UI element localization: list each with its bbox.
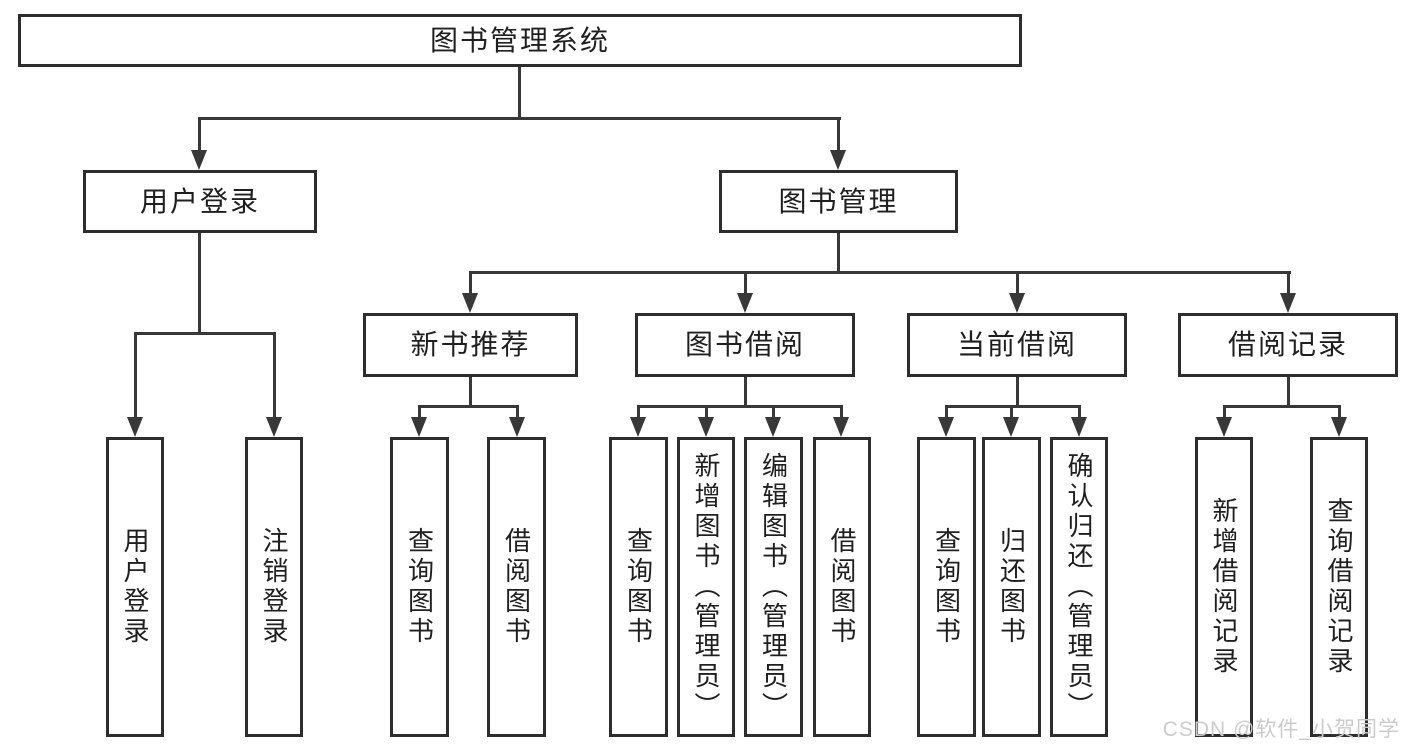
node-label: 查询图书 [931,527,962,647]
node-label: 新增图书（管理员） [691,452,721,722]
connector-line [637,405,843,408]
leaf-nb-query-books: 查询图书 [390,437,449,737]
arrow-down-icon [1216,417,1232,437]
connector-line [516,405,519,420]
node-label: 确认归还（管理员） [1064,452,1094,722]
node-label: 用户登录 [139,185,260,217]
connector-line [1016,377,1019,407]
connector-line [198,233,201,334]
connector-line [518,67,521,119]
arrow-down-icon [698,417,714,437]
connector-line [418,405,421,420]
node-label: 注销登录 [259,527,289,647]
arrow-down-icon [509,417,525,437]
connector-line [1287,377,1290,407]
connector-line [469,377,472,407]
connector-line [418,405,519,408]
node-label: 图书借阅 [684,329,805,360]
arrow-down-icon [462,293,478,313]
leaf-br-add-record: 新增借阅记录 [1195,437,1253,737]
leaf-bb-edit-books-admin: 编辑图书（管理员） [744,437,803,737]
node-label: 借阅记录 [1227,329,1348,360]
node-current-borrowing: 当前借阅 [907,313,1127,377]
arrow-down-icon [830,150,846,170]
connector-line [744,377,747,407]
arrow-down-icon [1280,293,1296,313]
arrow-down-icon [191,150,207,170]
node-new-book-recommendation: 新书推荐 [363,313,578,377]
connector-line [273,332,276,420]
leaf-bb-query-books: 查询图书 [609,437,668,737]
leaf-nb-borrow-books: 借阅图书 [487,437,546,737]
node-label: 当前借阅 [956,329,1077,360]
node-label: 新增借阅记录 [1209,497,1239,677]
node-book-management: 图书管理 [719,170,958,233]
arrow-down-icon [127,417,143,437]
arrow-down-icon [1009,293,1025,313]
connector-line [945,405,1081,408]
node-user-login: 用户登录 [83,170,317,233]
leaf-logout: 注销登录 [245,437,303,737]
node-label: 查询借阅记录 [1324,497,1354,677]
connector-line [1016,271,1019,296]
connector-line [705,405,708,420]
connector-line [772,405,775,420]
leaf-bb-borrow-books: 借阅图书 [813,437,871,737]
node-label: 图书管理系统 [429,24,610,56]
arrow-down-icon [266,417,282,437]
arrow-down-icon [1071,417,1087,437]
leaf-user-login: 用户登录 [106,437,164,737]
connector-line [469,271,1291,274]
connector-line [1223,405,1341,408]
node-label: 用户登录 [120,527,150,647]
arrow-down-icon [411,417,427,437]
leaf-br-query-record: 查询借阅记录 [1310,437,1368,737]
node-label: 查询图书 [404,527,435,647]
node-label: 归还图书 [996,527,1027,647]
node-label: 借阅图书 [501,527,532,647]
node-library-management-system: 图书管理系统 [18,14,1022,67]
connector-line [134,332,276,335]
node-borrowing-records: 借阅记录 [1178,313,1398,377]
connector-line [198,117,841,120]
watermark: CSDN @软件_小贺同学 [1162,718,1400,741]
connector-line [1010,405,1013,420]
arrow-down-icon [1331,417,1347,437]
connector-line [1223,405,1226,420]
leaf-cb-return-books: 归还图书 [982,437,1041,737]
connector-line [840,405,843,420]
connector-line [744,271,747,296]
arrow-down-icon [833,417,849,437]
connector-line [469,271,472,296]
connector-line [837,233,840,273]
connector-line [198,117,201,153]
connector-line [1338,405,1341,420]
node-book-borrowing: 图书借阅 [635,313,855,377]
arrow-down-icon [630,417,646,437]
node-label: 借阅图书 [827,527,857,647]
leaf-cb-query-books: 查询图书 [917,437,976,737]
arrow-down-icon [1003,417,1019,437]
node-label: 新书推荐 [410,329,531,360]
connector-line [837,117,840,153]
leaf-bb-add-books-admin: 新增图书（管理员） [677,437,735,737]
connector-line [1287,271,1290,296]
node-label: 编辑图书（管理员） [758,452,789,722]
connector-line [1078,405,1081,420]
arrow-down-icon [938,417,954,437]
arrow-down-icon [737,293,753,313]
connector-line [134,332,137,420]
connector-line [945,405,948,420]
arrow-down-icon [765,417,781,437]
node-label: 查询图书 [623,527,654,647]
node-label: 图书管理 [778,185,899,217]
connector-line [637,405,640,420]
leaf-cb-confirm-return-admin: 确认归还（管理员） [1050,437,1108,737]
